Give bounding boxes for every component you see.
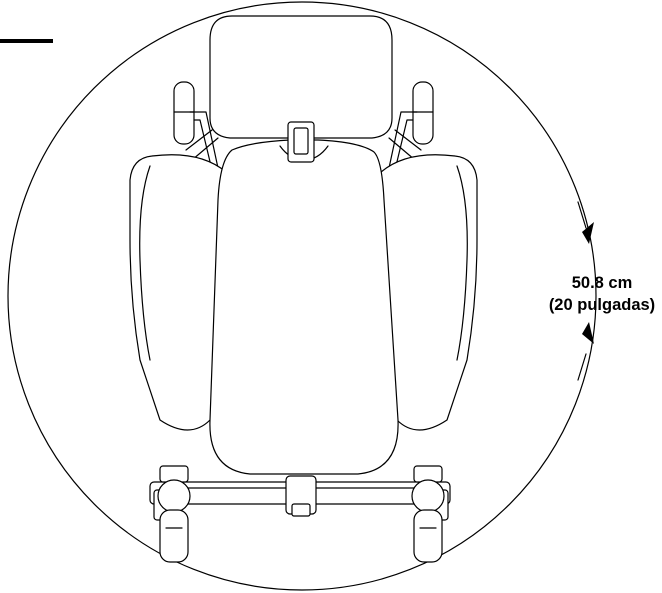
strut-right [388, 111, 422, 171]
dimension-imperial: (20 pulgadas) [548, 296, 656, 314]
dimension-arrow-upper [577, 201, 587, 229]
dimension-label: 50.8 cm (20 pulgadas) [540, 272, 662, 316]
dimension-arrowhead-upper [582, 222, 594, 244]
headrest [209, 15, 393, 139]
front-caster-right [411, 465, 449, 563]
armrest-right-inner [456, 165, 468, 361]
armrest-left [129, 154, 227, 431]
armrest-right [380, 154, 478, 431]
dimension-arrow-lower [577, 353, 587, 381]
dimension-value: 50.8 cm [571, 274, 633, 292]
turning-circle [7, 1, 597, 591]
seat-cushion [209, 139, 399, 475]
rear-wheel-right [412, 81, 434, 145]
front-caster-left [153, 465, 191, 563]
rear-wheel-left [173, 81, 195, 145]
back-handle-inner [293, 127, 309, 155]
dimension-arrowhead-lower [582, 322, 594, 344]
armrest-left-inner [139, 165, 151, 361]
strut-left [185, 111, 219, 171]
front-frame [149, 475, 451, 517]
